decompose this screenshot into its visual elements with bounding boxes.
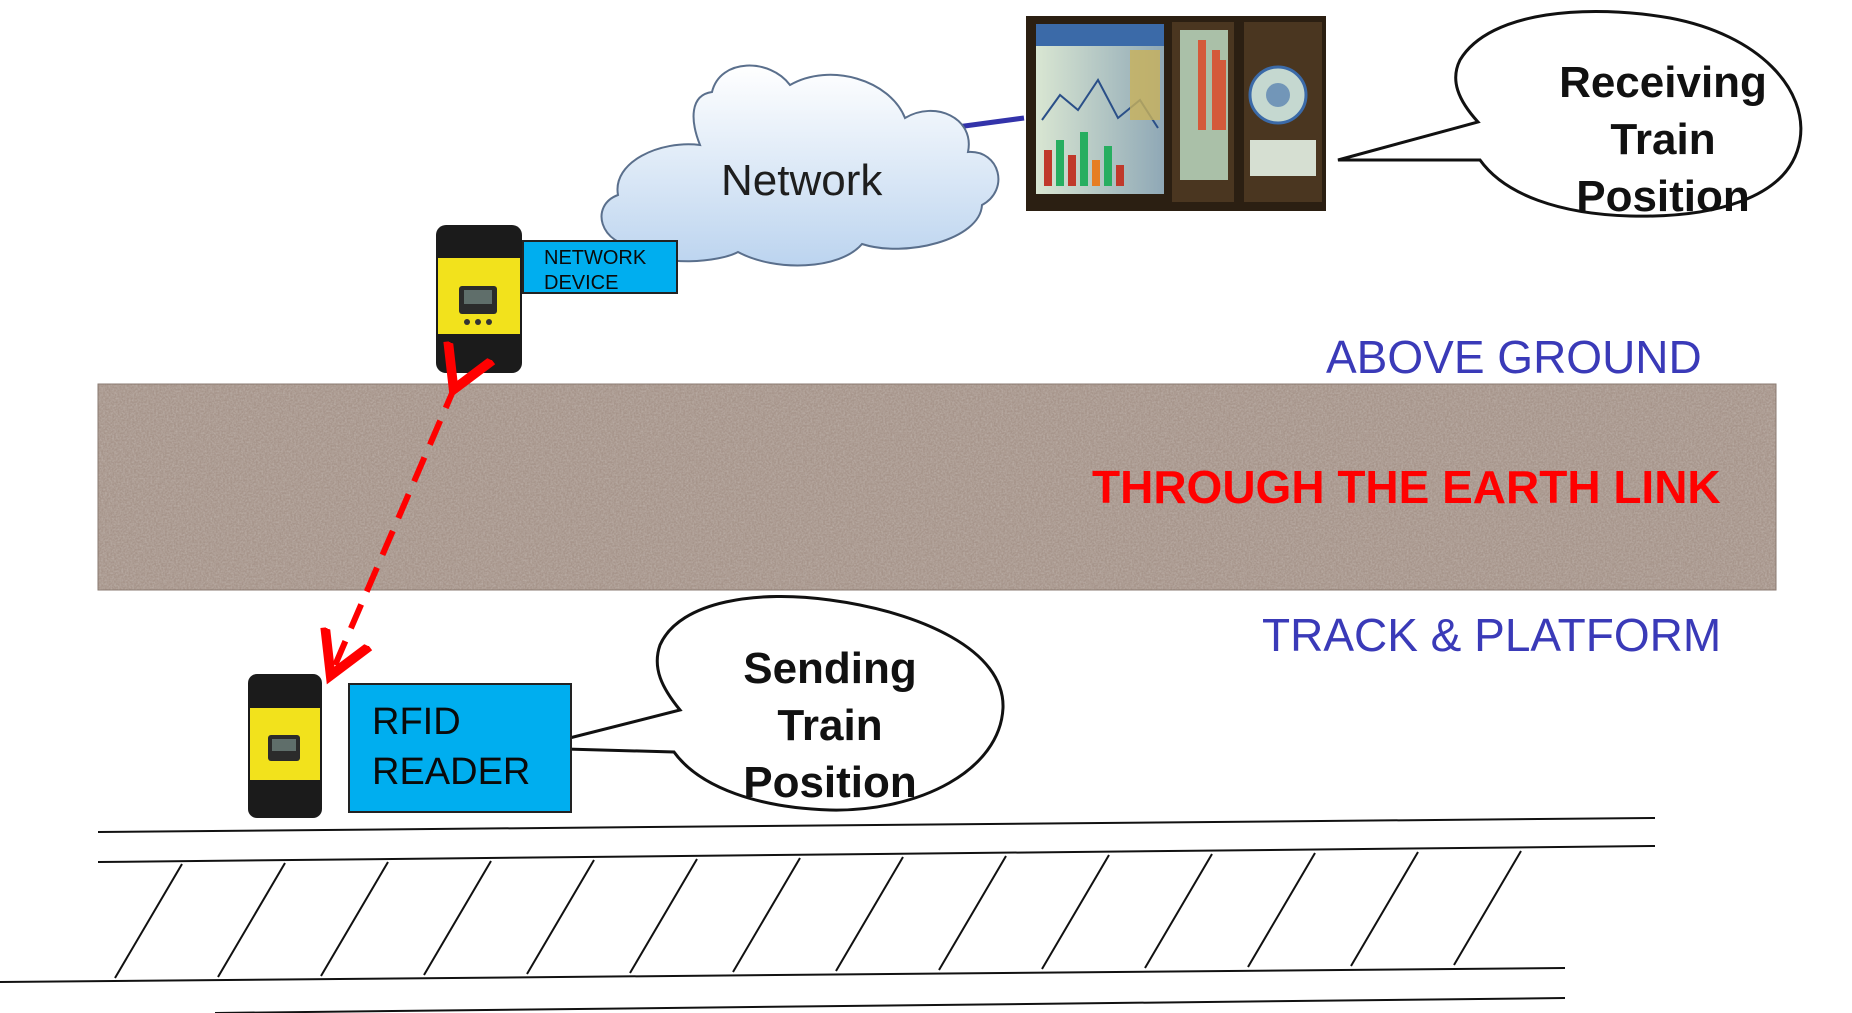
receiving-speech-bubble [1337,9,1803,218]
control-room-display-icon [1026,16,1326,211]
receiving-bubble-text: Receiving Train Position [1540,54,1786,225]
network-device-label-line1: NETWORK [544,247,647,269]
rfid-reader-label: RFID READER [348,683,572,813]
sending-line1: Sending [743,644,917,693]
network-cloud-label: Network [721,156,883,205]
network-device-label: NETWORK DEVICE [522,240,678,294]
network-device-label-line2: DEVICE [544,272,619,294]
sending-speech-bubble [529,595,1005,812]
zone-label-above-ground: ABOVE GROUND [1326,331,1702,383]
receiving-line3: Position [1576,172,1750,221]
sending-line2: Train [777,701,883,750]
cloud-icon [600,64,1000,267]
receiving-line1: Receiving [1559,58,1767,107]
rfid-reader-label-line2: READER [372,751,531,793]
rfid-reader-label-line1: RFID [372,701,461,743]
zone-label-through-earth: THROUGH THE EARTH LINK [1092,461,1721,513]
zone-label-track-platform: TRACK & PLATFORM [1262,609,1722,661]
receiving-line2: Train [1610,115,1716,164]
sending-line3: Position [743,758,917,807]
sending-bubble-text: Sending Train Position [720,640,940,811]
rfid-reader-device-icon [248,674,322,818]
through-earth-link-arrow [333,384,456,670]
network-device-icon [436,225,522,373]
railway-track [0,817,1656,1013]
